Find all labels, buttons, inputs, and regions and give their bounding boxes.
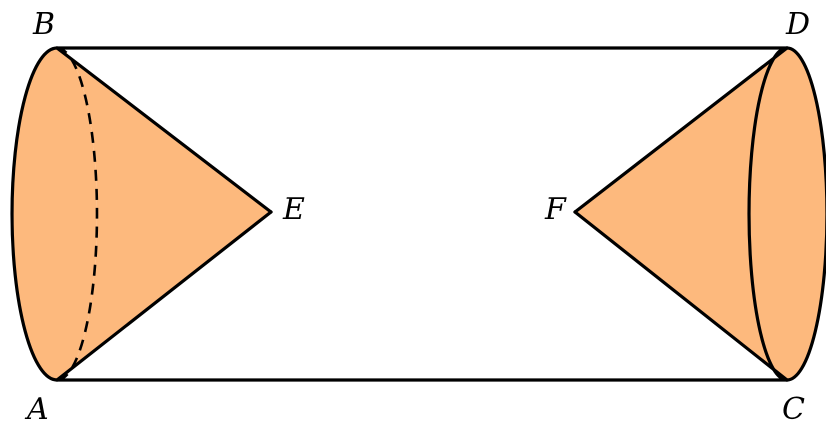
right-base-front-arc bbox=[747, 46, 789, 382]
label-A: A bbox=[24, 392, 49, 423]
left-cone bbox=[12, 48, 271, 380]
label-D: D bbox=[785, 7, 810, 42]
right-cone-body-fill bbox=[575, 48, 787, 380]
edge-BE bbox=[55, 46, 273, 214]
label-B: B bbox=[32, 7, 55, 42]
edge-CF bbox=[573, 210, 789, 382]
label-C: C bbox=[782, 392, 805, 423]
cylinder-outline bbox=[10, 46, 826, 382]
left-base-front-arc bbox=[10, 46, 59, 382]
left-base-hidden-arc bbox=[56, 46, 99, 382]
right-base-back-arc bbox=[785, 46, 826, 382]
right-cone bbox=[575, 48, 826, 380]
cone-edges bbox=[55, 46, 789, 382]
edge-AE bbox=[55, 210, 273, 382]
edge-DF bbox=[573, 46, 789, 214]
label-F: F bbox=[544, 192, 567, 227]
right-base-fill bbox=[749, 48, 826, 380]
left-cone-body-fill bbox=[57, 48, 271, 380]
left-base-fill bbox=[12, 48, 97, 380]
label-E: E bbox=[282, 192, 305, 227]
